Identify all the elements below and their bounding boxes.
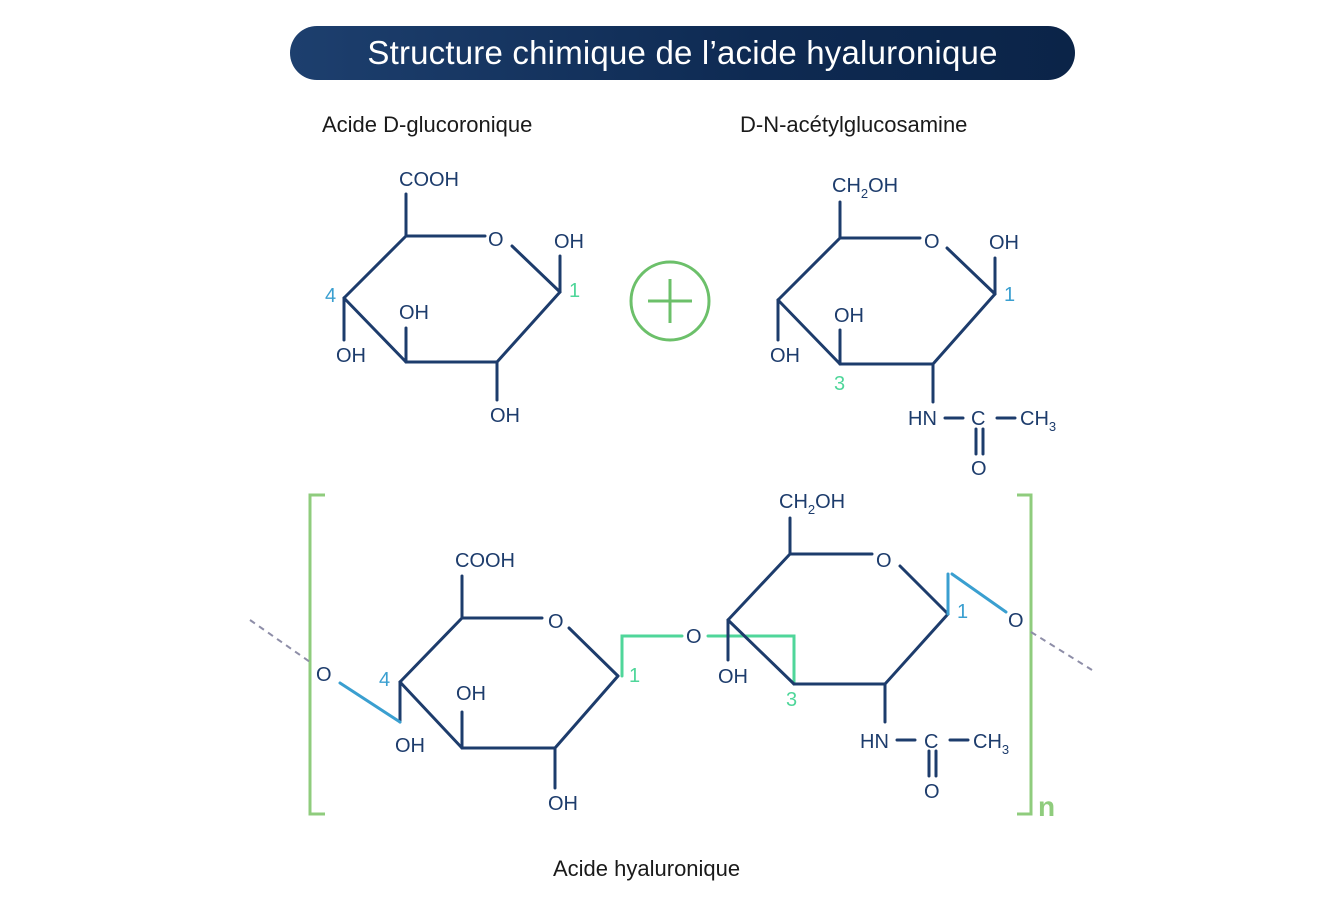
carbon-1-label: 1: [957, 601, 968, 623]
carbon-1-label: 1: [569, 280, 580, 302]
page-title: Structure chimique de l’acide hyaluroniq…: [290, 26, 1075, 80]
ch2oh-oh-text: OH: [868, 175, 898, 197]
glucosamine-molecule: [776, 200, 1017, 456]
ch2-text: CH: [832, 175, 861, 197]
carbonyl-oxygen: O: [971, 458, 987, 480]
ring-oxygen: O: [924, 231, 940, 253]
ch3-group: CH3: [973, 731, 1009, 757]
glucosamine-label: D-N-acétylglucosamine: [740, 112, 968, 137]
oh-group: OH: [399, 302, 429, 324]
ch2-subscript: 2: [808, 502, 815, 517]
ring-oxygen: O: [548, 611, 564, 633]
linking-oxygen: O: [686, 626, 702, 648]
carbonyl-carbon: C: [971, 408, 985, 430]
glucuronic-acid-molecule: [342, 192, 562, 402]
oh-group: OH: [718, 666, 748, 688]
ring-oxygen: O: [488, 229, 504, 251]
carbon-4-label: 4: [325, 285, 336, 307]
glucuronic-acid-label: Acide D-glucoronique: [322, 112, 533, 137]
glycosidic-bond-4: [338, 681, 402, 724]
oh-group: OH: [336, 345, 366, 367]
oh-group: OH: [395, 735, 425, 757]
repeat-count-label: n: [1038, 791, 1055, 822]
plus-icon: [629, 260, 711, 342]
ch3-text: CH: [973, 731, 1002, 753]
glucuronic-unit: [398, 574, 620, 790]
oh-group: OH: [490, 405, 520, 427]
oh-group: OH: [770, 345, 800, 367]
repeat-bracket: [308, 493, 1033, 816]
oh-group: OH: [456, 683, 486, 705]
hn-group: HN: [860, 731, 889, 753]
ring-oxygen: O: [876, 550, 892, 572]
ch3-subscript: 3: [1002, 742, 1009, 757]
carbonyl-carbon: C: [924, 731, 938, 753]
ch3-subscript: 3: [1049, 419, 1056, 434]
hn-group: HN: [908, 408, 937, 430]
ch3-group: CH3: [1020, 408, 1056, 434]
polymer-continuation: [249, 619, 1093, 671]
ch2oh-group: CH2OH: [779, 491, 845, 517]
glucosamine-unit: [726, 516, 970, 778]
oh-group: OH: [554, 231, 584, 253]
cooh-group: COOH: [399, 169, 459, 191]
carbon-3-label: 3: [786, 689, 797, 711]
hyaluronic-acid-label: Acide hyaluronique: [553, 856, 741, 881]
cooh-group: COOH: [455, 550, 515, 572]
carbonyl-oxygen: O: [924, 781, 940, 803]
ch2oh-oh-text: OH: [815, 491, 845, 513]
glycosidic-bond-1-3: [620, 634, 796, 686]
carbon-3-label: 3: [834, 373, 845, 395]
carbon-1-label: 1: [629, 665, 640, 687]
ch3-text: CH: [1020, 408, 1049, 430]
glycosidic-bond-out: [946, 572, 1008, 616]
ch2-text: CH: [779, 491, 808, 513]
ch2-subscript: 2: [861, 186, 868, 201]
ch2oh-group: CH2OH: [832, 175, 898, 201]
carbon-1-label: 1: [1004, 284, 1015, 306]
oh-group: OH: [834, 305, 864, 327]
linking-oxygen: O: [316, 664, 332, 686]
carbon-4-label: 4: [379, 669, 390, 691]
linking-oxygen: O: [1008, 610, 1024, 632]
oh-group: OH: [989, 232, 1019, 254]
oh-group: OH: [548, 793, 578, 815]
